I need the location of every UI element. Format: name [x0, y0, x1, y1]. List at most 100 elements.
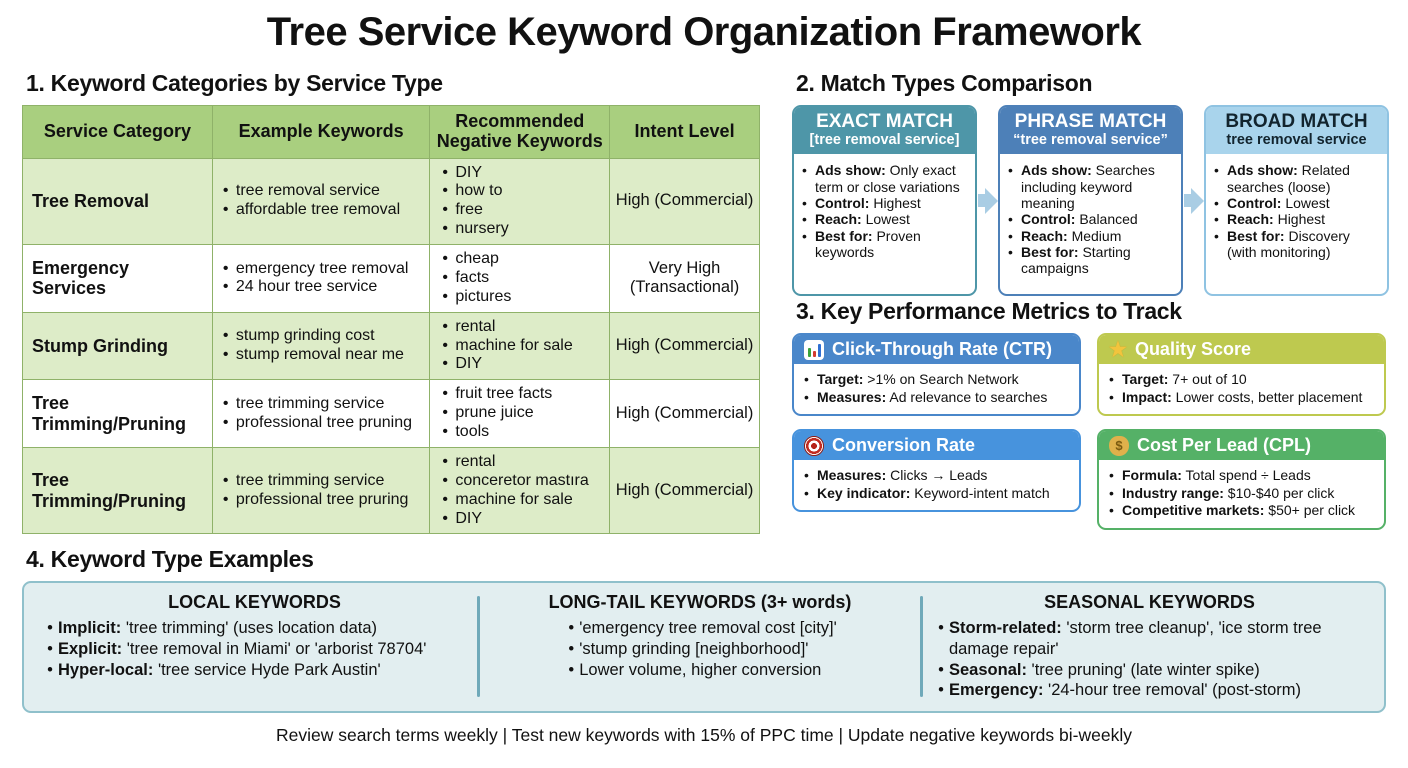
match-card-subtitle: tree removal service — [1226, 131, 1367, 148]
match-attr-label: Reach: — [1227, 211, 1274, 228]
example-keyword-item: •emergency tree removal — [223, 260, 425, 279]
negative-keywords-cell: •rental•conceretor mastıra•machine for s… — [429, 446, 611, 535]
match-attr-item: •Reach: Medium — [1008, 228, 1175, 244]
metric-attr-item: •Formula: Total spend ÷ Leads — [1109, 467, 1376, 485]
keyword-type-text: Lower volume, higher conversion — [579, 660, 822, 679]
bullet-marker: • — [804, 467, 809, 484]
match-attr-text: Ads show: Related searches (loose) — [1227, 162, 1350, 195]
negative-keyword-item: •DIY — [442, 355, 605, 374]
service-category-cell: Stump Grinding — [22, 311, 213, 381]
metric-attr-item: •Measures: Clicks → Leads — [804, 467, 1071, 485]
negative-keyword-text: machine for sale — [455, 336, 573, 354]
negative-keyword-text: cheap — [455, 250, 499, 268]
keyword-type-text: Seasonal: 'tree pruning' (late winter sp… — [949, 660, 1260, 679]
keyword-type-text: Emergency: '24-hour tree removal' (post-… — [949, 681, 1302, 700]
metric-attr-label: Key indicator: — [817, 484, 911, 501]
example-keyword-list: •emergency tree removal•24 hour tree ser… — [223, 260, 425, 298]
match-attr-text: Ads show: Only exact term or close varia… — [815, 162, 960, 195]
metric-attr-label: Target: — [817, 371, 864, 388]
keyword-type-text: Storm-related: 'storm tree cleanup', 'ic… — [949, 619, 1322, 659]
bullet-marker: • — [442, 220, 448, 238]
table-column-header: Recommended Negative Keywords — [429, 105, 611, 159]
negative-keyword-list: •rental• machine for sale•DIY — [442, 318, 605, 375]
negative-keyword-text: how to — [455, 182, 503, 200]
keyword-type-text: Explicit: 'tree removal in Miami' or 'ar… — [58, 640, 427, 659]
match-attr-label: Ads show: — [1227, 162, 1298, 179]
metric-attr-text: Industry range: $10-$40 per click — [1122, 484, 1335, 501]
example-keyword-text: professional tree pruring — [235, 490, 409, 508]
bullet-marker: • — [222, 327, 229, 345]
bullet-marker: • — [1109, 467, 1114, 484]
keyword-type-item: •'stump grinding [neighborhood]' — [563, 639, 837, 660]
negative-keyword-text: DIY — [455, 163, 483, 181]
match-card-title: BROAD MATCH — [1225, 111, 1368, 132]
bullet-marker: • — [442, 423, 448, 441]
column-divider — [477, 596, 480, 697]
bullet-marker: • — [1214, 227, 1219, 244]
keyword-table-body: Tree Removal•tree removal service•afford… — [22, 157, 760, 535]
bullet-marker: • — [222, 201, 229, 219]
keyword-type-column: LONG-TAIL KEYWORDS (3+ words)•'emergency… — [480, 592, 920, 701]
chart-bar — [817, 343, 821, 357]
negative-keyword-item: •DIY — [442, 510, 605, 529]
match-attr-item: •Best for: Proven keywords — [802, 228, 969, 261]
keyword-type-title: LONG-TAIL KEYWORDS (3+ words) — [548, 592, 852, 613]
bullet-marker: • — [938, 660, 944, 679]
match-card: EXACT MATCH[tree removal service]•Ads sh… — [792, 105, 977, 297]
match-card-body: •Ads show: Only exact term or close vari… — [794, 154, 975, 294]
bullet-marker: • — [47, 619, 53, 638]
bullet-marker: • — [1214, 211, 1219, 228]
bullet-marker: • — [1214, 194, 1219, 211]
target-icon — [804, 435, 824, 456]
match-attr-text: Control: Lowest — [1227, 194, 1330, 211]
bullet-marker: • — [804, 484, 809, 501]
negative-keyword-text: facts — [455, 268, 490, 286]
match-attr-label: Control: — [815, 194, 870, 211]
match-attr-label: Ads show: — [815, 162, 886, 179]
negative-keyword-text: rental — [455, 452, 496, 470]
star-icon: ★ — [1109, 338, 1127, 361]
metric-attr-list: •Target: >1% on Search Network•Measures:… — [804, 371, 1071, 406]
bullet-marker: • — [442, 201, 448, 219]
metric-attr-item: •Competitive markets: $50+ per click — [1109, 502, 1376, 520]
example-keyword-list: •tree trimming service•professional tree… — [223, 395, 425, 433]
negative-keyword-text: DIY — [455, 355, 483, 373]
metric-card: ★Quality Score•Target: 7+ out of 10•Impa… — [1097, 333, 1386, 417]
negative-keywords-cell: •DIY•how to•free•nursery — [429, 157, 611, 246]
bullet-marker: • — [222, 471, 229, 489]
match-attr-label: Best for: — [1227, 227, 1285, 244]
bullet-marker: • — [442, 509, 448, 527]
match-card-title: PHRASE MATCH — [1014, 111, 1167, 132]
chart-bar — [812, 350, 816, 357]
keyword-type-item: •Storm-related: 'storm tree cleanup', 'i… — [933, 618, 1366, 659]
match-attr-item: •Reach: Lowest — [802, 211, 969, 227]
match-attr-text: Control: Balanced — [1021, 211, 1138, 228]
bullet-marker: • — [1109, 388, 1114, 405]
example-keywords-cell: •tree removal service•affordable tree re… — [211, 157, 431, 246]
metric-attr-item: •Target: 7+ out of 10 — [1109, 371, 1376, 389]
keyword-type-column: LOCAL KEYWORDS•Implicit: 'tree trimming'… — [32, 592, 477, 701]
negative-keyword-text: fruit tree facts — [455, 385, 553, 403]
service-category-cell: Tree Trimming/Pruning — [22, 446, 213, 535]
match-card: PHRASE MATCH“tree removal service”•Ads s… — [998, 105, 1183, 297]
match-attr-text: Best for: Discovery (with monitoring) — [1227, 227, 1350, 261]
negative-keyword-item: •how to — [442, 182, 605, 201]
match-cards: EXACT MATCH[tree removal service]•Ads sh… — [792, 105, 1389, 297]
negative-keyword-text: machine for sale — [455, 490, 573, 508]
example-keywords-cell: •emergency tree removal•24 hour tree ser… — [211, 244, 431, 313]
negative-keyword-item: •rental — [442, 318, 605, 337]
table-column-header: Service Category — [22, 105, 213, 159]
keyword-type-title: LOCAL KEYWORDS — [168, 592, 341, 613]
bullet-marker: • — [1109, 502, 1114, 519]
keyword-type-label: Implicit: — [58, 619, 122, 638]
keyword-type-item: •Implicit: 'tree trimming' (uses locatio… — [42, 618, 467, 639]
metric-card-header: ★Quality Score — [1099, 335, 1384, 365]
metric-card: Click-Through Rate (CTR)•Target: >1% on … — [792, 333, 1081, 417]
negative-keyword-text: free — [455, 201, 483, 219]
column-divider — [920, 596, 923, 697]
table-column-header: Example Keywords — [211, 105, 431, 159]
negative-keyword-item: •nursery — [442, 220, 605, 239]
bullet-marker: • — [442, 336, 448, 354]
example-keyword-text: tree trimming service — [235, 471, 385, 489]
